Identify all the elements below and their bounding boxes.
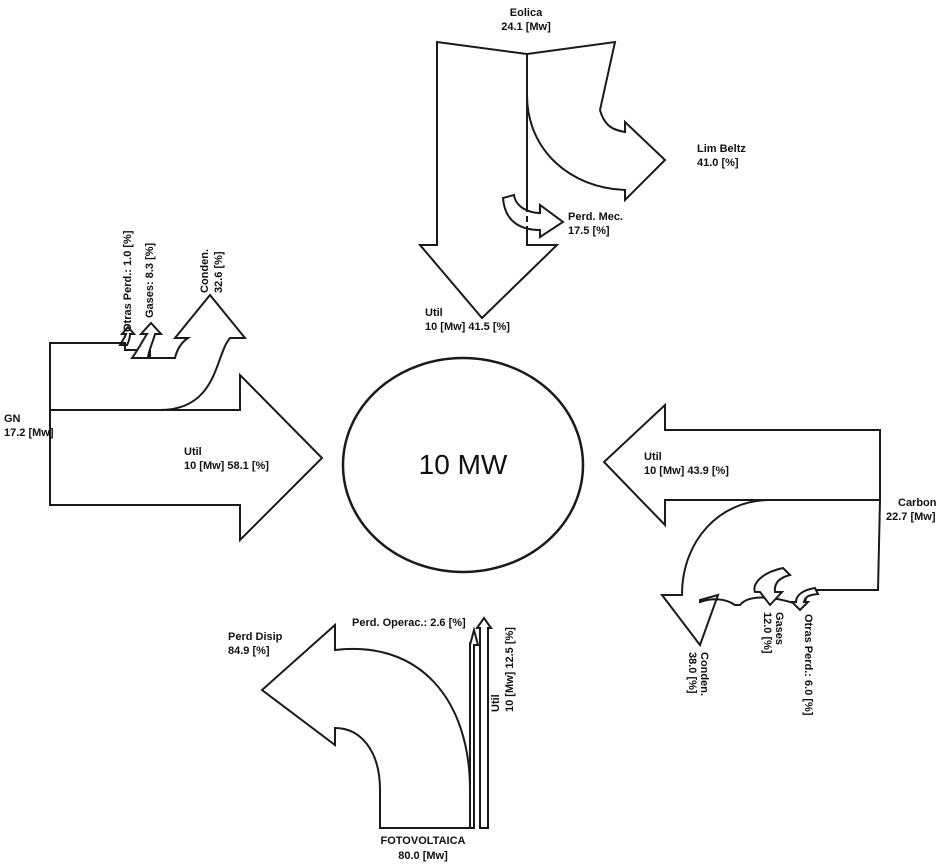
gn-util-name: Util [184, 446, 202, 458]
carbon-gases-arrow [753, 566, 792, 607]
carbon-flow [602, 402, 882, 648]
carbon-util-name: Util [644, 451, 662, 463]
gn-flow [49, 293, 324, 543]
fotovoltaica-flow [260, 616, 493, 829]
eolica-perd-mec-arrow [501, 193, 565, 239]
eolica-util-name: Util [425, 307, 443, 319]
fotovoltaica-source-name: FOTOVOLTAICA [381, 835, 466, 847]
eolica-lim-beltz-value: 41.0 [%] [697, 157, 739, 169]
carbon-gases-name: Gases [773, 612, 785, 645]
center-node [341, 356, 585, 574]
carbon-otras-perd-arrow [789, 586, 820, 612]
gn-conden-name: Conden. [199, 249, 211, 293]
fotovoltaica-perd-disip-value: 84.9 [%] [228, 645, 270, 657]
gn-conden-value: 32.6 [%] [213, 251, 225, 293]
eolica-source-name: Eolica [510, 7, 543, 19]
fotovoltaica-util-value: 10 [Mw] 12.5 [%] [504, 627, 516, 712]
eolica-lim-beltz-name: Lim Beltz [697, 143, 746, 155]
carbon-source-name: Carbon [898, 497, 937, 509]
gn-source-name: GN [4, 413, 21, 425]
gn-otras-perd-arrow [118, 325, 137, 346]
eolica-lim-beltz-arrow [526, 40, 667, 203]
carbon-source-value: 22.7 [Mw] [886, 511, 936, 523]
carbon-otras-perd-label: Otras Perd.: 6.0 [%] [802, 614, 814, 716]
gn-util-arrow [49, 372, 324, 543]
gn-util-value: 10 [Mw] 58.1 [%] [184, 460, 269, 472]
fotovoltaica-perd-operac-arrow [469, 626, 480, 829]
eolica-util-value: 10 [Mw] 41.5 [%] [425, 321, 510, 333]
carbon-conden-name: Conden. [698, 652, 710, 696]
fotovoltaica-source-value: 80.0 [Mw] [398, 850, 448, 862]
fotovoltaica-util-name: Util [490, 694, 502, 712]
gn-otras-perd-label: Otras Perd.: 1.0 [%] [122, 230, 134, 332]
carbon-conden-value: 38.0 [%] [686, 652, 698, 694]
fotovoltaica-perd-operac-label: Perd. Operac.: 2.6 [%] [352, 617, 466, 629]
fotovoltaica-perd-disip-arrow [260, 622, 471, 829]
eolica-source-value: 24.1 [Mw] [501, 21, 551, 33]
gn-gases-label: Gases: 8.3 [%] [144, 242, 156, 318]
gn-gases-arrow [130, 321, 164, 359]
carbon-gases-value: 12.0 [%] [761, 612, 773, 654]
eolica-perd-mec-value: 17.5 [%] [568, 225, 610, 237]
center-label: 10 MW [419, 449, 508, 480]
gn-source-value: 17.2 [Mw] [4, 427, 54, 439]
fotovoltaica-perd-disip-name: Perd Disip [228, 631, 283, 643]
eolica-perd-mec-name: Perd. Mec. [568, 211, 623, 223]
carbon-util-value: 10 [Mw] 43.9 [%] [644, 465, 729, 477]
eolica-flow [417, 40, 667, 320]
